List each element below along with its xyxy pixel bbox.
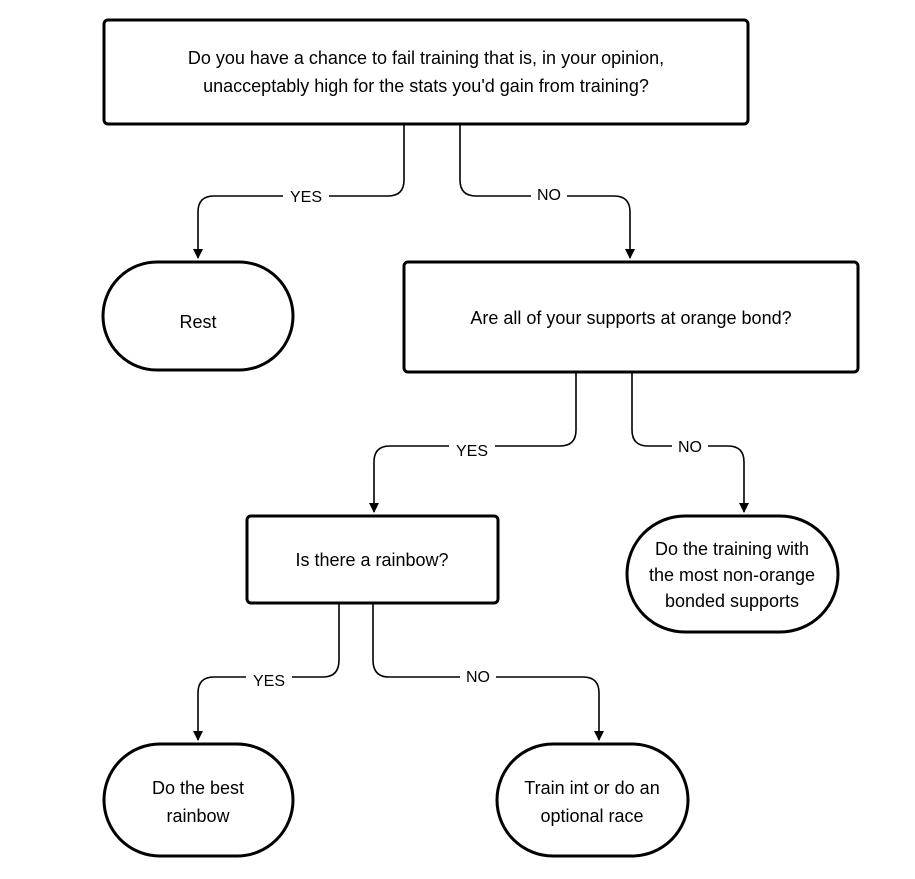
terminal-train-int-line2: optional race bbox=[540, 806, 643, 826]
edge-label-rainbow-no: NO bbox=[466, 669, 490, 686]
decision-fail-chance-line2: unacceptably high for the stats you'd ga… bbox=[203, 76, 649, 96]
decision-rainbow bbox=[245, 514, 500, 605]
terminal-train-non-orange-line1: Do the training with bbox=[655, 539, 809, 559]
decision-orange-bond-label: Are all of your supports at orange bond? bbox=[470, 308, 791, 328]
edge-label-orange-no: NO bbox=[678, 439, 702, 456]
terminal-best-rainbow-line2: rainbow bbox=[166, 806, 230, 826]
terminal-best-rainbow-line1: Do the best bbox=[152, 778, 244, 798]
decision-orange-bond bbox=[402, 260, 860, 374]
terminal-train-non-orange bbox=[625, 514, 840, 634]
edge-label-fail-no: NO bbox=[537, 187, 561, 204]
terminal-train-non-orange-line2: the most non-orange bbox=[649, 565, 815, 585]
decision-fail-chance bbox=[102, 18, 750, 126]
terminal-train-int-line1: Train int or do an bbox=[524, 778, 659, 798]
edge-label-fail-yes: YES bbox=[290, 189, 322, 206]
terminal-best-rainbow bbox=[102, 742, 295, 858]
decision-fail-chance-line1: Do you have a chance to fail training th… bbox=[188, 48, 664, 68]
terminal-rest-label: Rest bbox=[179, 312, 216, 332]
edge-label-orange-yes: YES bbox=[456, 443, 488, 460]
terminal-rest bbox=[101, 260, 295, 372]
decision-rainbow-label: Is there a rainbow? bbox=[295, 550, 448, 570]
edge-label-rainbow-yes: YES bbox=[253, 673, 285, 690]
terminal-train-int bbox=[495, 742, 690, 858]
terminal-train-non-orange-line3: bonded supports bbox=[665, 591, 799, 611]
